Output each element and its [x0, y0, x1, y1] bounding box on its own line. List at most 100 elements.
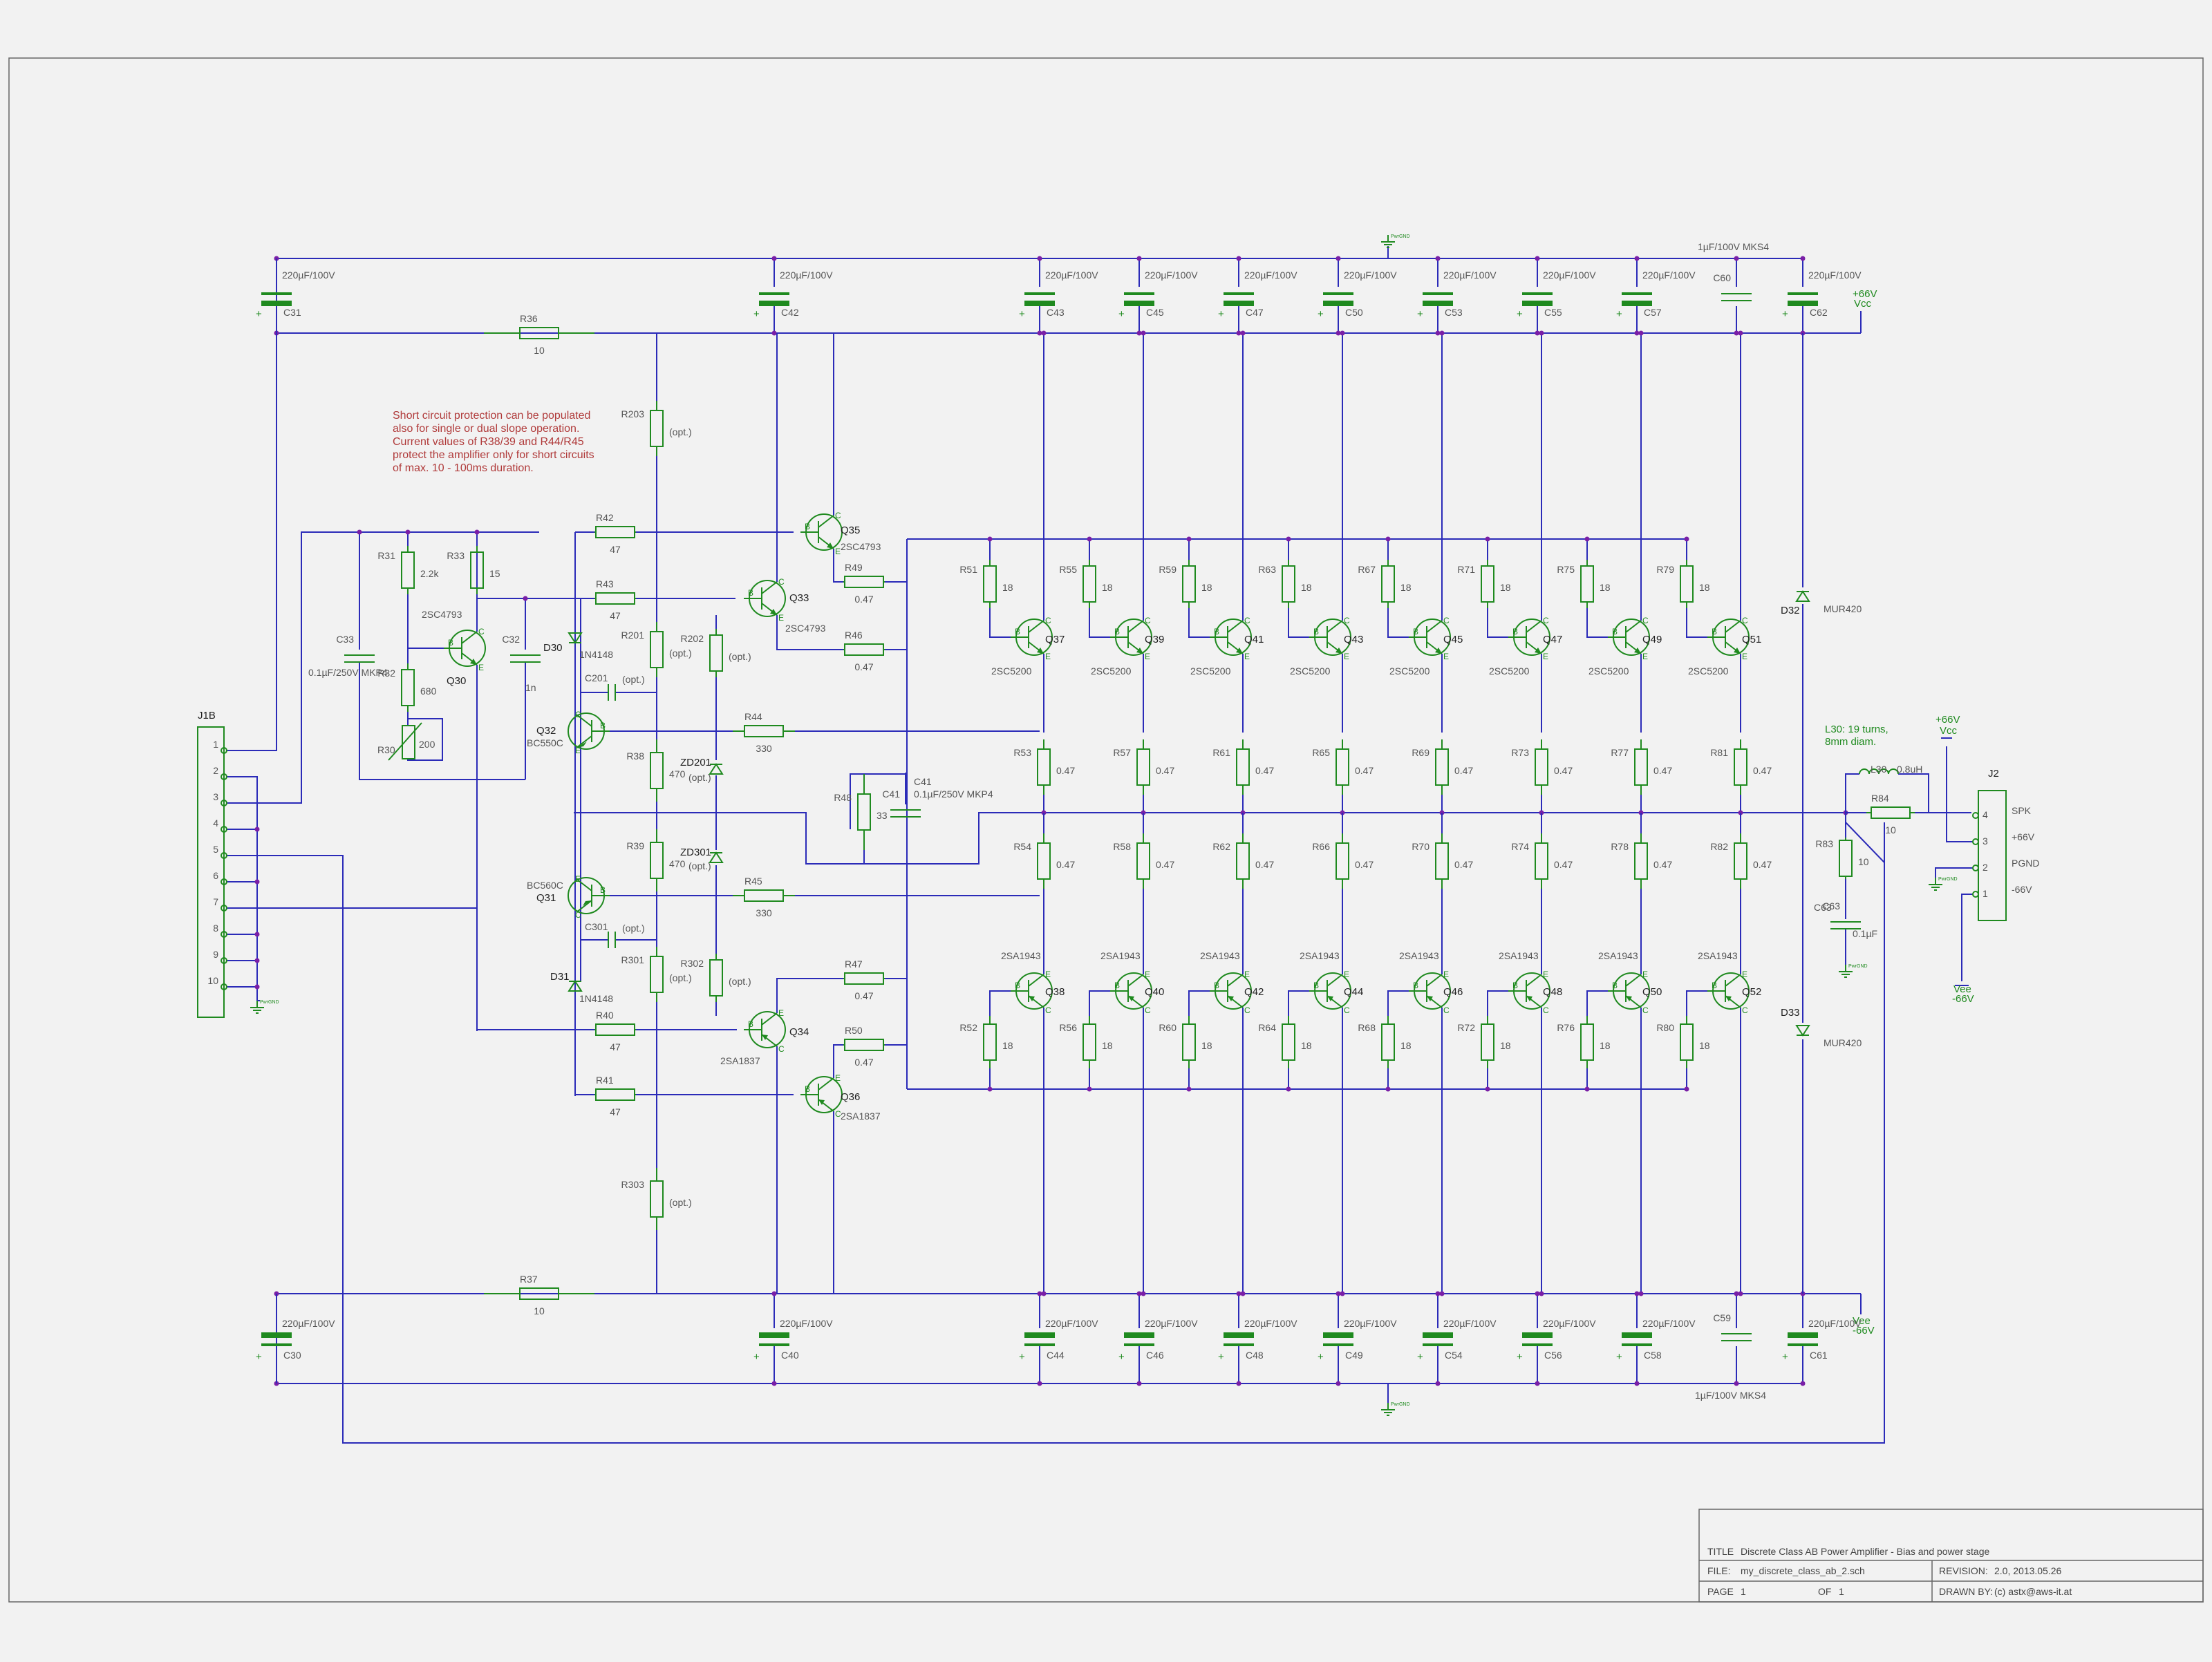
- out-q50-rb-value: 18: [1600, 1040, 1611, 1051]
- svg-text:3: 3: [213, 791, 218, 802]
- r38-ref: R38: [626, 750, 644, 762]
- out-q51-ref: Q51: [1742, 634, 1761, 645]
- pgnd-bottom-symbol-label: PwrGND: [1391, 1402, 1410, 1407]
- title-block: TITLE Discrete Class AB Power Amplifier …: [1698, 1509, 2204, 1603]
- svg-text:E: E: [778, 1008, 784, 1018]
- r48-ref: R48: [834, 792, 852, 803]
- r47-value: 0.47: [854, 990, 873, 1001]
- out-q51-rb-value: 18: [1699, 582, 1710, 593]
- r44-value: 330: [756, 743, 772, 754]
- svg-text:B: B: [1015, 981, 1020, 990]
- out-q43-re-ref: R65: [1312, 747, 1330, 758]
- r45-value: 330: [756, 907, 772, 918]
- out-q45-re-value: 0.47: [1454, 765, 1473, 776]
- out-q52-re-ref: R82: [1710, 841, 1728, 852]
- q34-ref: Q34: [789, 1026, 809, 1038]
- svg-text:+: +: [1782, 1351, 1788, 1363]
- svg-text:5: 5: [213, 844, 218, 855]
- svg-text:+: +: [256, 1351, 262, 1363]
- svg-text:C: C: [1742, 1005, 1748, 1015]
- cap-top-c57-value: 220µF/100V: [1642, 270, 1696, 281]
- out-q38-ref: Q38: [1045, 986, 1065, 998]
- out-q47-ref: Q47: [1543, 634, 1562, 645]
- svg-text:C: C: [575, 710, 581, 719]
- out-q52-rb-value: 18: [1699, 1040, 1710, 1051]
- out-q39-rb-ref: R55: [1059, 564, 1077, 575]
- cap-c49-value: 220µF/100V: [1344, 1318, 1397, 1329]
- svg-text:+: +: [1417, 1351, 1423, 1363]
- r37-value: 10: [534, 1305, 545, 1316]
- q36-part: 2SA1837: [841, 1111, 881, 1122]
- out-q46-re-value: 0.47: [1454, 859, 1473, 870]
- j2-ref: J2: [1988, 768, 1999, 780]
- out-q49-ref: Q49: [1642, 634, 1662, 645]
- svg-text:B: B: [1612, 627, 1618, 636]
- cap-top-c31-ref: C31: [283, 307, 301, 318]
- cap-top-c42-value: 220µF/100V: [780, 270, 833, 281]
- cap-top-c60-capacitor: C60: [1713, 272, 1752, 301]
- svg-text:C: C: [1642, 616, 1649, 625]
- pgnd-j2-symbol-label: PwrGND: [1938, 877, 1958, 882]
- drawn-by-label: DRAWN BY:: [1939, 1586, 1993, 1597]
- svg-text:E: E: [575, 746, 581, 755]
- svg-text:+: +: [1019, 308, 1025, 320]
- drawn-by: (c) astx@aws-it.at: [1994, 1586, 2072, 1597]
- svg-text:C: C: [1742, 616, 1748, 625]
- c33-value: 0.1µF/250V MKP4: [308, 667, 388, 678]
- cap-top-c57-ref: C57: [1644, 307, 1662, 318]
- r37-ref: R37: [520, 1274, 538, 1285]
- file-name: my_discrete_class_ab_2.sch: [1741, 1565, 1865, 1576]
- r46-ref: R46: [845, 630, 863, 641]
- out-q38-part: 2SA1943: [1001, 950, 1041, 961]
- svg-text:C: C: [1543, 1005, 1549, 1015]
- r30-ref: R30: [377, 744, 395, 755]
- cap-top-c55-ref: C55: [1544, 307, 1562, 318]
- c32-value: 1n: [525, 682, 536, 693]
- c63-capacitor: C63: [1822, 900, 1861, 929]
- r83-ref: R83: [1815, 838, 1833, 849]
- out-q51-part: 2SC5200: [1688, 665, 1729, 677]
- r32-ref: R32: [377, 668, 395, 679]
- r84-value: 10: [1885, 824, 1896, 835]
- q30-part: 2SC4793: [422, 609, 462, 620]
- c41-value: 0.1µF/250V MKP4: [914, 788, 993, 800]
- r48-value: 33: [877, 810, 888, 821]
- out-q42-re-ref: R62: [1212, 841, 1230, 852]
- cap-top-c53-value: 220µF/100V: [1443, 270, 1497, 281]
- out-q47-rb-ref: R71: [1457, 564, 1475, 575]
- svg-text:B: B: [1114, 981, 1120, 990]
- svg-text:2: 2: [213, 765, 218, 776]
- r41-ref: R41: [596, 1075, 614, 1086]
- cap-c30-ref: C30: [283, 1350, 301, 1361]
- out-q37-part: 2SC5200: [991, 665, 1032, 677]
- protection-note-line-1: Short circuit protection can be populate…: [393, 410, 590, 422]
- page-count: 1: [1839, 1586, 1844, 1597]
- out-q43-rb-ref: R63: [1258, 564, 1276, 575]
- out-q50-part: 2SA1943: [1598, 950, 1638, 961]
- svg-text:E: E: [1642, 970, 1648, 979]
- out-q39-re-value: 0.47: [1156, 765, 1174, 776]
- r202-value: (opt.): [729, 651, 751, 662]
